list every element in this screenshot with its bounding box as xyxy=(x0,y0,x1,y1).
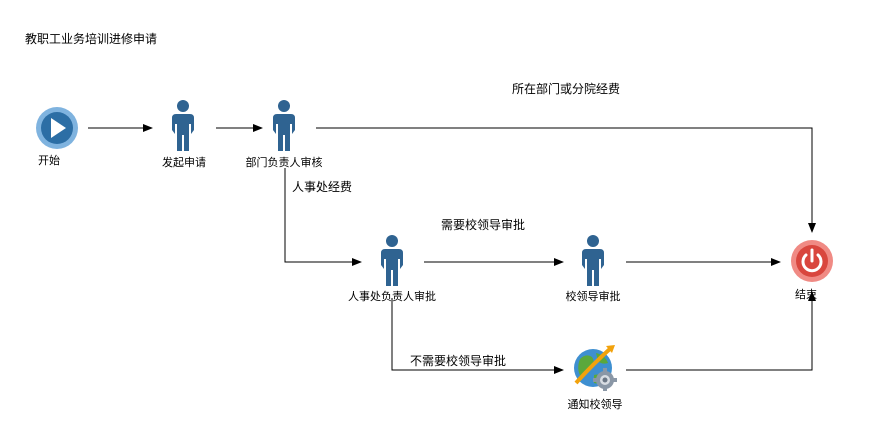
person-icon xyxy=(172,100,194,151)
edge-label-hr-fee: 人事处经费 xyxy=(292,180,353,194)
diagram-title: 教职工业务培训进修申请 xyxy=(25,32,158,46)
edge-hr-to-notify xyxy=(391,298,564,374)
person-icon xyxy=(381,235,403,286)
person-icon xyxy=(582,235,604,286)
apply-node[interactable] xyxy=(171,100,195,152)
edge-label-dept-fee: 所在部门或分院经费 xyxy=(512,82,621,96)
end-label: 结束 xyxy=(795,288,817,301)
dept-review-node[interactable] xyxy=(272,100,296,152)
globe-gear-icon xyxy=(574,345,617,392)
start-node[interactable] xyxy=(35,106,79,150)
edge-dept-to-end xyxy=(316,127,816,233)
power-icon xyxy=(791,240,833,282)
leader-review-label: 校领导审批 xyxy=(565,290,621,303)
edge-notify-to-end xyxy=(626,291,816,371)
start-label: 开始 xyxy=(38,154,60,167)
apply-label: 发起申请 xyxy=(162,156,206,169)
hr-review-node[interactable] xyxy=(380,235,404,287)
end-node[interactable] xyxy=(790,239,834,283)
notify-leader-label: 通知校领导 xyxy=(567,398,623,411)
notify-leader-node[interactable] xyxy=(572,343,618,392)
leader-review-node[interactable] xyxy=(581,235,605,287)
person-icon xyxy=(273,100,295,151)
edge-label-no-leader: 不需要校领导审批 xyxy=(410,354,507,368)
edge-label-need-leader: 需要校领导审批 xyxy=(441,218,526,232)
play-icon xyxy=(36,107,78,149)
dept-review-label: 部门负责人审核 xyxy=(245,156,323,169)
edge-dept-to-hr xyxy=(284,168,362,266)
hr-review-label: 人事处负责人审批 xyxy=(348,290,436,303)
